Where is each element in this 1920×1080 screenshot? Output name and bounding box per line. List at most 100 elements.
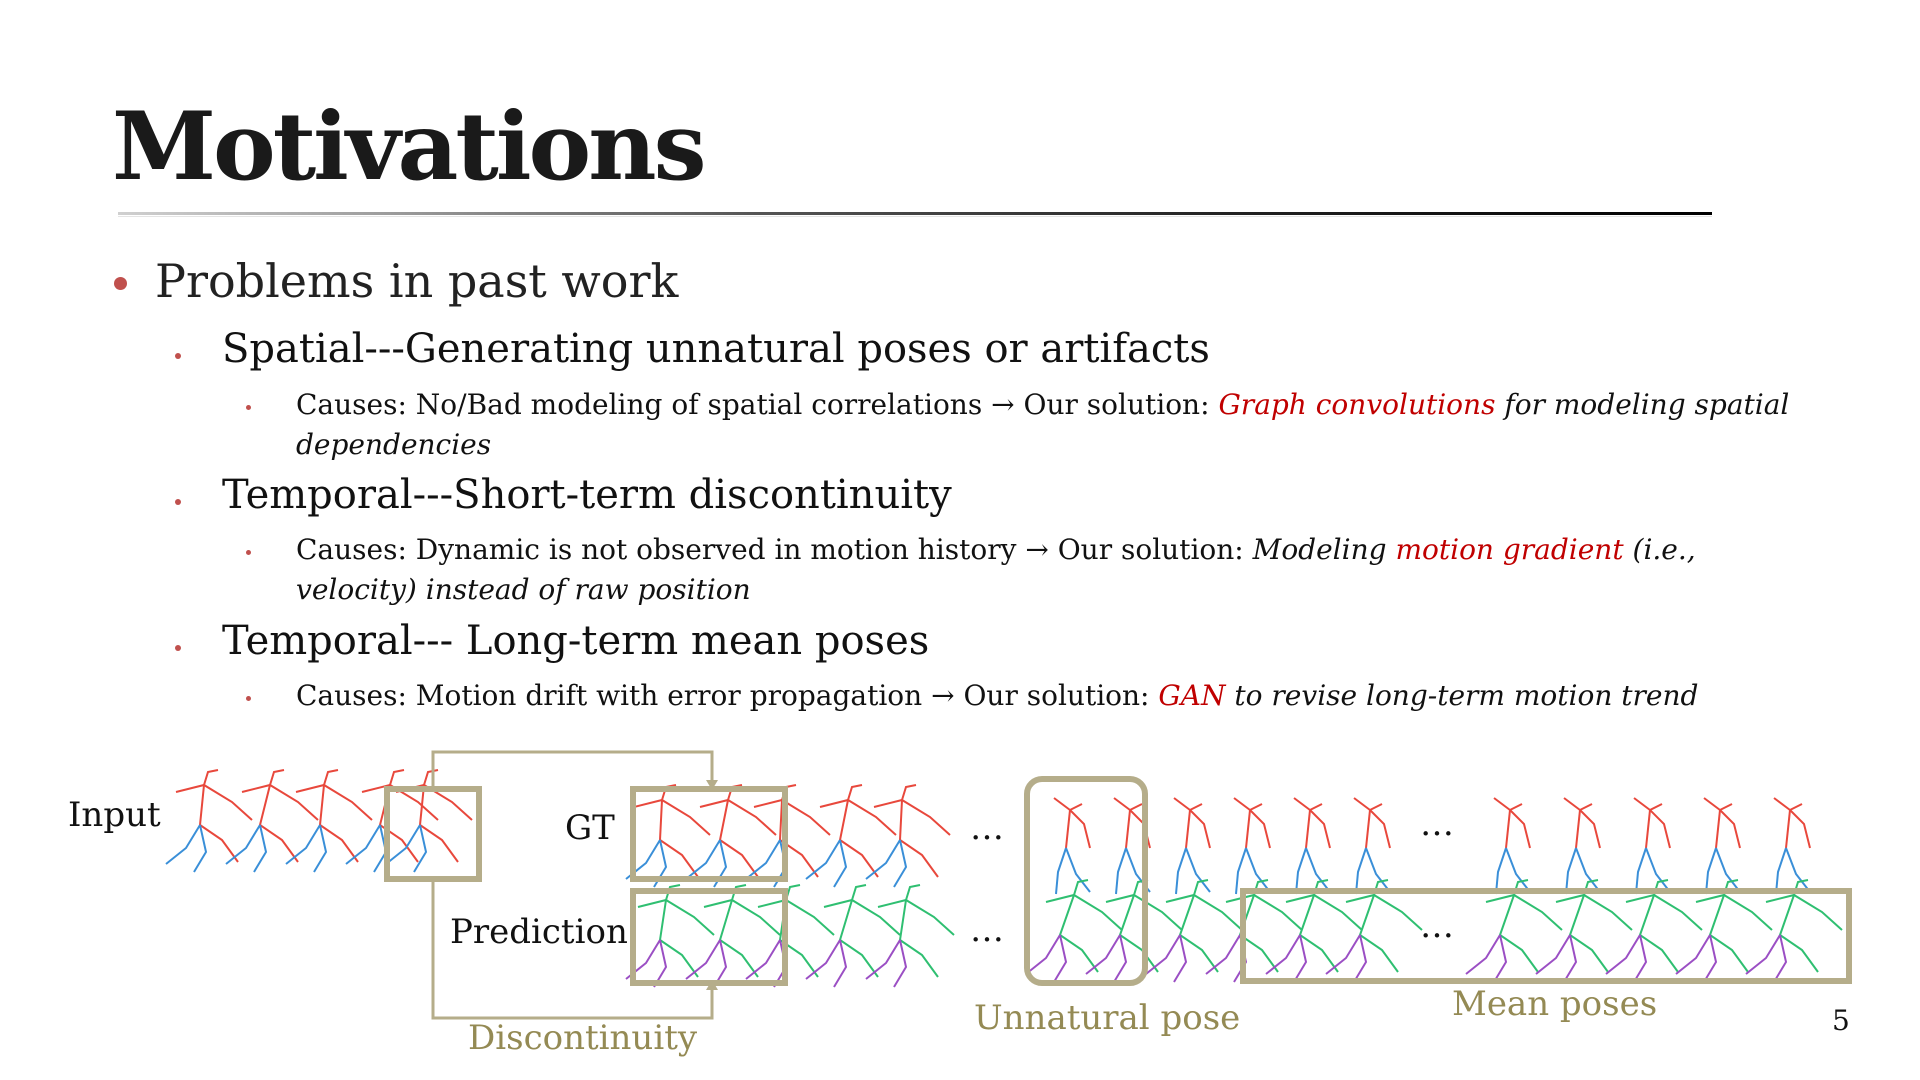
gt-label: GT bbox=[565, 808, 615, 848]
skeleton-limb bbox=[893, 839, 908, 888]
skeleton-limb bbox=[1055, 847, 1067, 895]
skeleton-limb bbox=[1053, 934, 1068, 983]
title-rule bbox=[118, 212, 1712, 215]
skeleton-limb bbox=[778, 799, 819, 878]
skeleton-limb bbox=[385, 824, 421, 865]
slide-title: Motivations bbox=[112, 92, 706, 202]
skeleton-limb bbox=[1178, 894, 1219, 973]
skeleton-limb bbox=[1045, 893, 1123, 931]
skeleton-limb bbox=[1579, 809, 1601, 849]
skeleton-limb bbox=[1309, 809, 1331, 849]
skeleton-limb bbox=[757, 898, 835, 936]
skeleton-limb bbox=[1065, 809, 1071, 849]
skeleton-limb bbox=[1285, 893, 1363, 931]
skeleton-limb bbox=[1719, 809, 1741, 849]
solution-highlight: GAN bbox=[1158, 679, 1226, 712]
skeleton-limb bbox=[1785, 809, 1791, 849]
skeleton-limb bbox=[423, 769, 439, 786]
arrow-icon: → bbox=[1025, 533, 1049, 566]
skeleton-limb bbox=[865, 839, 901, 880]
skeleton-limb bbox=[361, 783, 439, 821]
skeleton-limb bbox=[165, 824, 201, 865]
skeleton-limb bbox=[898, 799, 939, 878]
skeleton-limb bbox=[1305, 809, 1311, 849]
skeleton-limb bbox=[1649, 809, 1671, 849]
skeleton-limb bbox=[241, 783, 319, 821]
pose-sequence-figure bbox=[165, 769, 1843, 988]
skeleton-limb bbox=[1085, 934, 1121, 975]
skeleton-limb bbox=[1185, 847, 1211, 893]
skeleton-limb bbox=[685, 939, 721, 980]
solution-rest: (i.e., bbox=[1632, 533, 1696, 566]
arrow-icon: → bbox=[991, 388, 1015, 421]
skeleton-limb bbox=[1115, 847, 1127, 895]
bullet-dot bbox=[246, 550, 251, 555]
skeleton-limb bbox=[1625, 893, 1703, 931]
skeleton-limb bbox=[1113, 934, 1128, 983]
skeleton-limb bbox=[1565, 847, 1577, 895]
skeleton-limb bbox=[1675, 934, 1711, 975]
skeleton-limb bbox=[1505, 809, 1511, 849]
skeleton-limb bbox=[877, 898, 955, 936]
skeleton-limb bbox=[198, 784, 239, 863]
ellipsis: … bbox=[1420, 906, 1454, 946]
unnatural-pose-label: Unnatural pose bbox=[974, 998, 1241, 1038]
skeleton-limb bbox=[389, 769, 405, 786]
skeleton-limb bbox=[1249, 809, 1271, 849]
skeleton-limb bbox=[1575, 809, 1581, 849]
skeleton-limb bbox=[225, 824, 261, 865]
skeleton-limb bbox=[313, 824, 328, 873]
skeleton-limb bbox=[819, 798, 897, 836]
skeleton-limb bbox=[1789, 809, 1811, 849]
skeleton-limb bbox=[418, 784, 459, 863]
discontinuity-label: Discontinuity bbox=[468, 1018, 698, 1058]
skeleton-limb bbox=[865, 939, 901, 980]
skeleton-limb bbox=[269, 769, 285, 786]
skeleton-limb bbox=[1493, 934, 1508, 983]
skeleton-limb bbox=[1238, 894, 1279, 973]
skeleton-limb bbox=[1705, 847, 1717, 895]
spatial-cause-cont: dependencies bbox=[296, 428, 492, 461]
skeleton-limb bbox=[1105, 893, 1183, 931]
input-label: Input bbox=[68, 795, 161, 835]
cause-text: Causes: Motion drift with error propagat… bbox=[296, 679, 923, 712]
skeleton-limb bbox=[323, 769, 339, 786]
ellipsis: … bbox=[970, 910, 1004, 950]
skeleton-limb bbox=[1325, 934, 1361, 975]
skeleton-limb bbox=[1365, 847, 1391, 893]
cause-text: Causes: Dynamic is not observed in motio… bbox=[296, 533, 1017, 566]
prediction-first-frames-box bbox=[630, 888, 788, 986]
skeleton-limb bbox=[1773, 934, 1788, 983]
bullet-dot bbox=[175, 645, 181, 651]
skeleton-limb bbox=[1535, 934, 1571, 975]
unnatural-pose-box bbox=[1024, 776, 1148, 986]
page-number: 5 bbox=[1832, 1004, 1850, 1037]
skeleton-limb bbox=[851, 884, 867, 901]
skeleton-limb bbox=[1125, 809, 1131, 849]
skeleton-limb bbox=[1485, 893, 1563, 931]
skeleton-limb bbox=[893, 939, 908, 988]
skeleton-limb bbox=[703, 898, 781, 936]
skeleton-limb bbox=[1065, 847, 1091, 893]
skeleton-limb bbox=[731, 884, 747, 901]
bullet-problems: Problems in past work bbox=[155, 254, 679, 308]
skeleton-limb bbox=[1355, 847, 1367, 895]
skeleton-limb bbox=[685, 839, 721, 880]
mean-poses-label: Mean poses bbox=[1452, 984, 1658, 1024]
skeleton-limb bbox=[1295, 847, 1307, 895]
skeleton-limb bbox=[1193, 879, 1209, 896]
skeleton-limb bbox=[847, 784, 863, 801]
skeleton-limb bbox=[718, 799, 759, 878]
skeleton-limb bbox=[1498, 894, 1539, 973]
skeleton-limb bbox=[1245, 847, 1271, 893]
skeleton-limb bbox=[1069, 809, 1091, 849]
skeleton-limb bbox=[745, 839, 781, 880]
temporal-short-cause: Causes: Dynamic is not observed in motio… bbox=[296, 530, 1696, 570]
skeleton-limb bbox=[718, 899, 759, 978]
skeleton-limb bbox=[1293, 934, 1308, 983]
skeleton-limb bbox=[805, 839, 841, 880]
gt-first-frames-box bbox=[630, 786, 788, 882]
skeleton-limb bbox=[1058, 894, 1099, 973]
skeleton-limb bbox=[1645, 847, 1671, 893]
